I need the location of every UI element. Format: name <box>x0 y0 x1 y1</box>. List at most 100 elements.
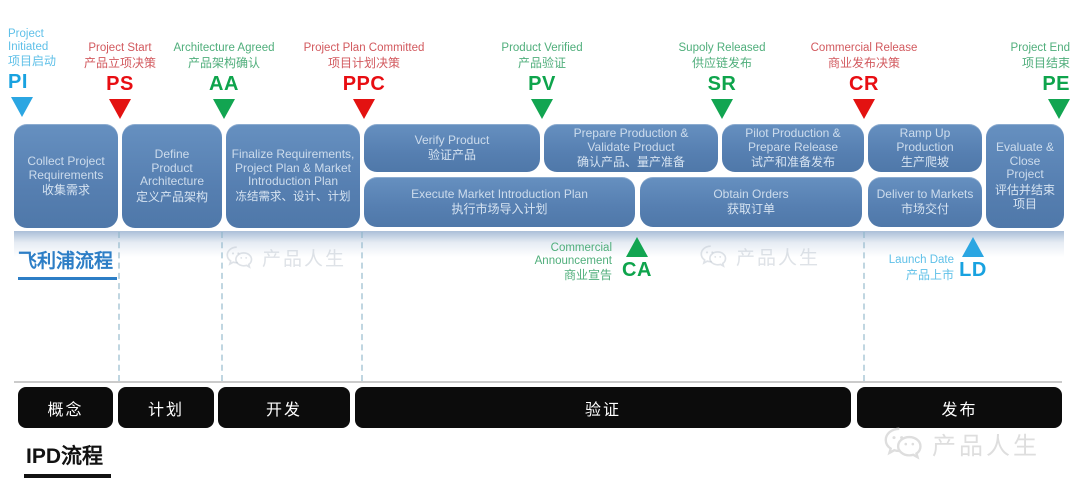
milestone-ca: CA <box>620 237 654 281</box>
milestone-pv-triangle-down-icon <box>531 98 553 119</box>
phase-bar-release: 发布 <box>857 387 1062 428</box>
milestone-aa-label-zh: 产品架构确认 <box>187 55 260 70</box>
box-label-en: Pilot Production & Prepare Release <box>745 126 841 154</box>
milestone-cr-label-en: Commercial Release <box>810 42 918 54</box>
phase-label: 验证 <box>584 401 621 419</box>
milestone-ld-label: Launch Date 产品上市 <box>870 254 954 282</box>
milestone-ld-label-en: Launch Date <box>888 254 954 266</box>
milestone-ps-abbr: PS <box>106 72 134 95</box>
ipd-process-label: IPD流程 <box>24 440 112 478</box>
box-label-zh: 确认产品、量产准备 <box>576 155 685 169</box>
box-label-zh: 生产爬坡 <box>900 155 949 169</box>
phase-bar-concept: 概念 <box>18 387 113 428</box>
milestone-pi-label-en: Project Initiated <box>8 28 49 53</box>
milestone-pe-abbr: PE <box>1042 72 1070 95</box>
process-box-execute-market-plan: Execute Market Introduction Plan 执行市场导入计… <box>364 177 635 227</box>
process-box-evaluate-close-project: Evaluate & Close Project 评估并结束项目 <box>986 124 1064 228</box>
box-label-zh: 验证产品 <box>427 148 476 163</box>
process-box-deliver-to-markets: Deliver to Markets 市场交付 <box>868 177 982 227</box>
process-box-collect-requirements: Collect Project Requirements 收集需求 <box>14 124 118 228</box>
milestone-sr-triangle-down-icon <box>711 98 733 119</box>
milestone-ps-triangle-down-icon <box>109 98 131 119</box>
box-label-zh: 评估并结束项目 <box>995 182 1056 211</box>
watermark-text: 产品人生 <box>932 433 1040 460</box>
phase-separator-line <box>118 232 120 381</box>
milestone-sr-label-zh: 供应链发布 <box>691 55 752 70</box>
milestone-pv-label-en: Product Verified <box>501 42 583 54</box>
milestone-pi-triangle-down-icon <box>11 97 33 117</box>
box-label-en: Ramp Up Production <box>896 126 954 154</box>
box-label-en: Verify Product <box>414 132 490 147</box>
milestone-pi-abbr: PI <box>8 71 28 93</box>
watermark-text: 产品人生 <box>262 249 347 270</box>
phase-label: 发布 <box>941 401 978 419</box>
box-label-zh: 定义产品架构 <box>135 189 208 204</box>
watermark-middle-right: 产品人生 <box>700 243 820 270</box>
box-label-en: Evaluate & Close Project <box>995 140 1055 182</box>
wechat-logo-icon <box>226 246 253 269</box>
milestone-sr-label-en: Supoly Released <box>678 42 766 54</box>
phase-separator-line <box>863 232 865 381</box>
milestone-ps-label-zh: 产品立项决策 <box>83 55 156 70</box>
milestone-sr-abbr: SR <box>707 72 737 95</box>
milestone-ca-label: Commercial Announcement 商业宣告 <box>512 242 612 282</box>
philips-process-label: 飞利浦流程 <box>18 246 118 280</box>
box-label-en: Execute Market Introduction Plan <box>411 186 588 201</box>
box-label-en: Prepare Production & Validate Product <box>573 126 689 154</box>
watermark-bottom-right: 产品人生 <box>884 426 1040 461</box>
milestone-ps: Project Start 产品立项决策 PS <box>60 42 180 119</box>
watermark-text: 产品人生 <box>736 248 821 269</box>
milestone-ppc-triangle-down-icon <box>353 98 375 119</box>
milestone-ld-triangle-up-icon <box>962 237 984 257</box>
phase-bar-verification: 验证 <box>355 387 851 428</box>
box-label-en: Collect Project Requirements <box>27 154 105 182</box>
milestone-ppc: Project Plan Committed 项目计划决策 PPC <box>279 42 449 119</box>
milestone-ca-label-zh: 商业宣告 <box>563 268 612 282</box>
phase-bar-plan: 计划 <box>118 387 214 428</box>
process-box-prepare-production: Prepare Production & Validate Product 确认… <box>544 124 718 172</box>
milestone-aa: Architecture Agreed 产品架构确认 AA <box>142 42 306 119</box>
milestone-ps-label-en: Project Start <box>88 42 152 54</box>
milestone-ld-label-zh: 产品上市 <box>905 267 954 282</box>
milestone-cr-triangle-down-icon <box>853 98 875 119</box>
phase-label: 概念 <box>47 401 84 419</box>
milestone-pv-label-zh: 产品验证 <box>517 55 566 70</box>
process-box-finalize-plan: Finalize Requirements, Project Plan & Ma… <box>226 124 360 228</box>
process-box-define-architecture: Define Product Architecture 定义产品架构 <box>122 124 222 228</box>
milestone-cr-label-zh: 商业发布决策 <box>827 55 900 70</box>
milestone-pe-label-zh: 项目结束 <box>1021 55 1070 70</box>
box-label-en: Define Product Architecture <box>139 147 205 189</box>
box-label-en: Deliver to Markets <box>876 186 974 201</box>
box-label-zh: 市场交付 <box>900 202 949 217</box>
milestone-ca-triangle-up-icon <box>626 237 648 257</box>
box-label-zh: 获取订单 <box>726 202 775 217</box>
milestone-pe-triangle-down-icon <box>1048 98 1070 119</box>
phase-label: 开发 <box>265 401 302 419</box>
process-box-pilot-production: Pilot Production & Prepare Release 试产和准备… <box>722 124 864 172</box>
watermark-middle-left: 产品人生 <box>226 244 346 271</box>
milestone-pe: Project End 项目结束 PE <box>978 42 1070 119</box>
phase-label: 计划 <box>147 401 184 419</box>
box-reflection-band <box>14 231 1064 257</box>
phase-separator-line <box>221 232 223 381</box>
timeline-baseline <box>14 381 1062 383</box>
process-box-verify-product: Verify Product 验证产品 <box>364 124 540 172</box>
milestone-ca-label-en: Commercial Announcement <box>534 242 612 267</box>
milestone-ld: LD <box>956 237 990 281</box>
milestone-cr: Commercial Release 商业发布决策 CR <box>779 42 949 119</box>
phase-separator-line <box>361 232 363 381</box>
process-box-obtain-orders: Obtain Orders 获取订单 <box>640 177 862 227</box>
wechat-logo-icon <box>884 427 922 460</box>
milestone-ppc-label-zh: 项目计划决策 <box>327 55 400 70</box>
wechat-logo-icon <box>700 245 727 268</box>
milestone-ld-abbr: LD <box>959 259 987 281</box>
milestone-aa-label-en: Architecture Agreed <box>173 42 275 54</box>
milestone-ppc-label-en: Project Plan Committed <box>303 42 425 54</box>
milestone-pi-label-zh: 项目启动 <box>8 54 57 68</box>
milestone-ppc-abbr: PPC <box>342 72 386 95</box>
milestone-sr: Supoly Released 供应链发布 SR <box>652 42 792 119</box>
milestone-cr-abbr: CR <box>849 72 879 95</box>
box-label-zh: 执行市场导入计划 <box>451 202 548 217</box>
milestone-pv: Product Verified 产品验证 PV <box>472 42 612 119</box>
